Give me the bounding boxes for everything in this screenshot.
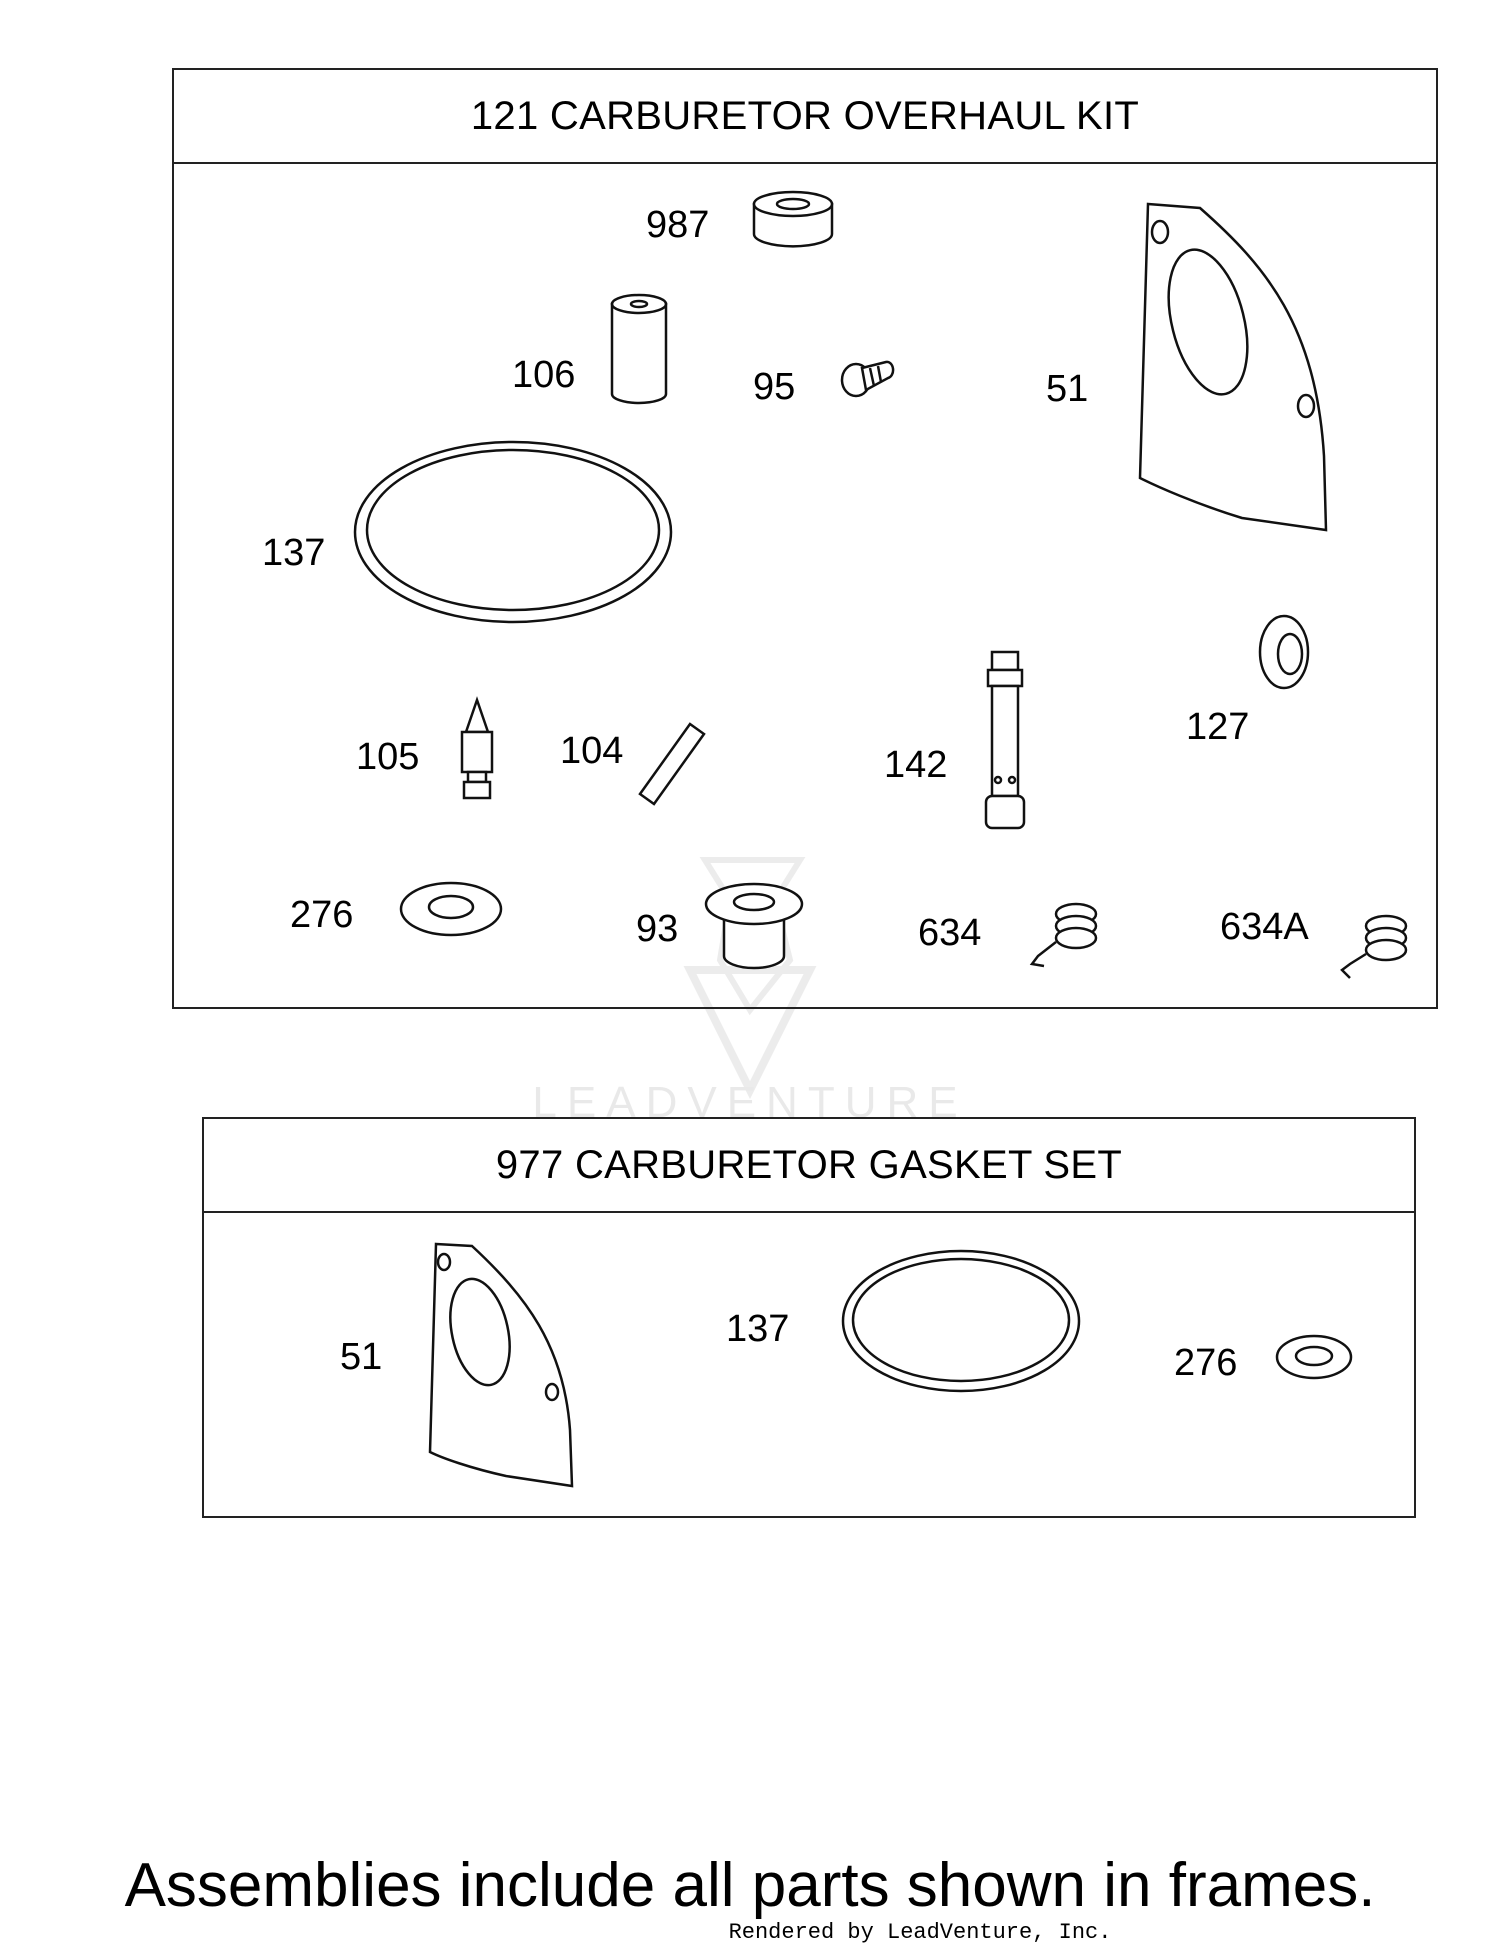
part-634-spring-icon[interactable] bbox=[1024, 898, 1104, 968]
label-127: 127 bbox=[1186, 706, 1250, 748]
gasket-part-51-plate-icon[interactable] bbox=[426, 1236, 578, 1490]
gasket-part-137-o-ring-icon[interactable] bbox=[838, 1246, 1084, 1396]
gasket-part-276-washer-icon[interactable] bbox=[1274, 1330, 1354, 1384]
label-137: 137 bbox=[262, 532, 326, 574]
label-142: 142 bbox=[884, 744, 948, 786]
label-105: 105 bbox=[356, 736, 420, 778]
part-93-flanged-bushing-icon[interactable] bbox=[702, 876, 806, 976]
part-105-needle-valve-icon[interactable] bbox=[452, 696, 502, 806]
gasket-label-137: 137 bbox=[726, 1308, 790, 1350]
label-95: 95 bbox=[753, 366, 796, 408]
part-987-bushing-icon[interactable] bbox=[748, 186, 838, 256]
part-127-seal-washer-icon[interactable] bbox=[1254, 612, 1314, 692]
part-634a-spring-icon[interactable] bbox=[1334, 908, 1414, 982]
part-106-cylinder-icon[interactable] bbox=[604, 290, 674, 410]
part-276-washer-icon[interactable] bbox=[398, 876, 504, 942]
gasket-set-frame: 977 CARBURETOR GASKET SET bbox=[202, 1117, 1416, 1518]
label-634: 634 bbox=[918, 912, 982, 954]
part-137-o-ring-icon[interactable] bbox=[348, 432, 678, 632]
label-51: 51 bbox=[1046, 368, 1089, 410]
render-credit: Rendered by LeadVenture, Inc. bbox=[728, 1920, 1112, 1945]
part-104-pin-icon[interactable] bbox=[632, 718, 712, 808]
gasket-set-title: 977 CARBURETOR GASKET SET bbox=[204, 1119, 1414, 1213]
overhaul-kit-title: 121 CARBURETOR OVERHAUL KIT bbox=[174, 70, 1436, 164]
assemblies-footnote: Assemblies include all parts shown in fr… bbox=[124, 1851, 1376, 1920]
label-634a: 634A bbox=[1220, 906, 1309, 948]
part-95-screw-icon[interactable] bbox=[836, 354, 896, 404]
label-276: 276 bbox=[290, 894, 354, 936]
gasket-label-276: 276 bbox=[1174, 1342, 1238, 1384]
label-93: 93 bbox=[636, 908, 679, 950]
gasket-label-51: 51 bbox=[340, 1336, 383, 1378]
part-51-gasket-plate-icon[interactable] bbox=[1136, 196, 1336, 536]
label-104: 104 bbox=[560, 730, 624, 772]
overhaul-kit-frame: 121 CARBURETOR OVERHAUL KIT bbox=[172, 68, 1438, 1009]
label-106: 106 bbox=[512, 354, 576, 396]
label-987: 987 bbox=[646, 204, 710, 246]
part-142-emulsion-tube-icon[interactable] bbox=[978, 648, 1032, 834]
